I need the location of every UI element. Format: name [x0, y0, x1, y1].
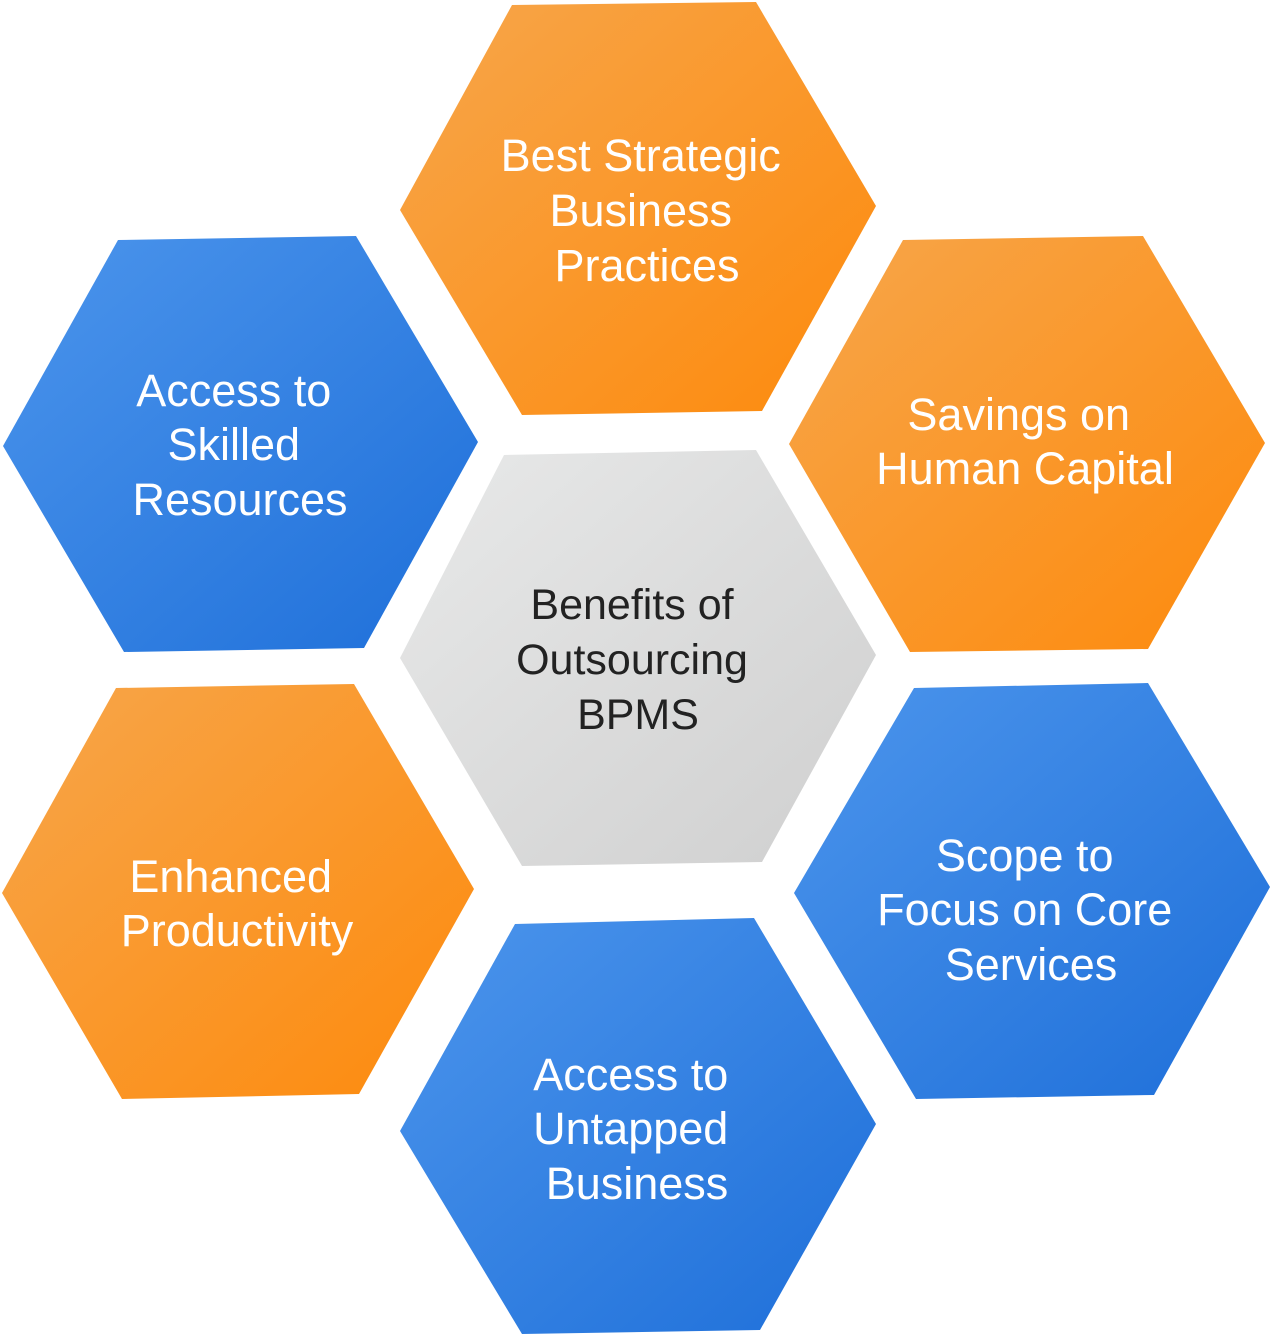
- hexagon-label: Savings on Human Capital: [876, 389, 1174, 494]
- hexagon-label-line: Focus on Core: [877, 884, 1172, 935]
- center-hexagon-label: Benefits of Outsourcing BPMS: [516, 581, 760, 739]
- hexagon-label-line: Savings on: [907, 389, 1130, 440]
- hexagon-label-line: Enhanced: [129, 851, 332, 902]
- hexagon-label-line: Human Capital: [876, 443, 1174, 494]
- hexagon-access-to-untapped-business: Access to Untapped Business: [400, 918, 876, 1334]
- hexagon-shape: [3, 236, 478, 652]
- hexagon-shape: [2, 684, 474, 1099]
- hexagon-label-line: Services: [945, 939, 1118, 990]
- hexagon-shape: [789, 236, 1265, 652]
- hexagon-label-line: Access to: [533, 1049, 728, 1100]
- hexagon-label-line: Scope to: [936, 830, 1114, 881]
- hexagon-label-line: Untapped: [533, 1103, 728, 1154]
- hexagon-label-line: Practices: [554, 240, 739, 291]
- hexagon-label-line: Access to: [136, 365, 331, 416]
- center-label-line: Benefits of: [530, 581, 734, 629]
- hexagon-label: Access to Untapped Business: [533, 1049, 741, 1209]
- hexagon-label-line: Business: [549, 185, 732, 236]
- hexagon-label: Access to Skilled Resources: [132, 365, 347, 525]
- hexagon-label-line: Resources: [132, 474, 347, 525]
- hexagon-savings-on-human-capital: Savings on Human Capital: [789, 236, 1265, 652]
- hexagon-label: Best Strategic Business Practices: [501, 130, 794, 291]
- hexagon-scope-to-focus-on-core-services: Scope to Focus on Core Services: [794, 683, 1270, 1099]
- hexagon-best-strategic-business-practices: Best Strategic Business Practices: [400, 2, 876, 415]
- hexagon-label-line: Productivity: [121, 905, 354, 956]
- hexagon-access-to-skilled-resources: Access to Skilled Resources: [3, 236, 478, 652]
- center-hexagon-shape: [400, 450, 876, 866]
- center-hexagon: Benefits of Outsourcing BPMS: [400, 450, 876, 866]
- hexagon-label: Scope to Focus on Core Services: [877, 830, 1185, 990]
- hexagon-shape: [400, 918, 876, 1334]
- hexagon-label-line: Best Strategic: [501, 130, 781, 181]
- hexagon-shape: [794, 683, 1270, 1099]
- center-label-line: Outsourcing: [516, 636, 748, 684]
- hexagon-label-line: Skilled: [167, 419, 300, 470]
- hexagon-label-line: Business: [546, 1158, 729, 1209]
- center-label-line: BPMS: [577, 691, 699, 739]
- hexagon-shape: [400, 2, 876, 415]
- hexagon-label: Enhanced Productivity: [121, 851, 354, 956]
- hexagon-enhanced-productivity: Enhanced Productivity: [2, 684, 474, 1099]
